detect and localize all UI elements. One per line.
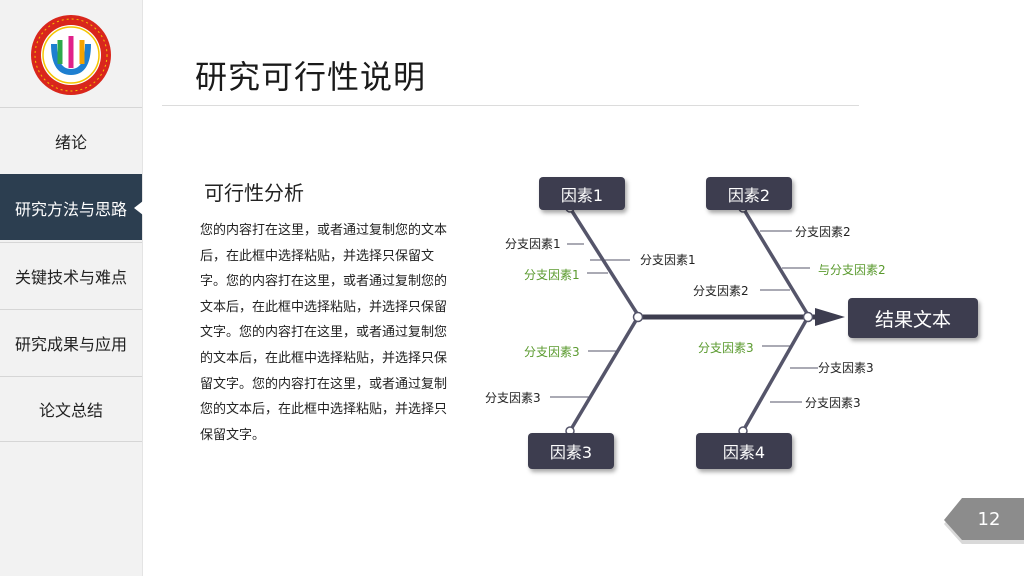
factor-label: 因素4 <box>722 443 766 462</box>
active-indicator-arrow-icon <box>134 200 143 215</box>
branch-label: 分支因素3 <box>524 345 580 359</box>
bone-factor3 <box>568 316 640 432</box>
sidebar-item-label: 关键技术与难点 <box>14 267 127 287</box>
sidebar-item-label: 研究成果与应用 <box>14 334 127 354</box>
branch-label: 分支因素3 <box>805 396 861 410</box>
sidebar-item-key-tech[interactable]: 关键技术与难点 <box>0 242 142 308</box>
factor-label: 因素1 <box>560 185 604 205</box>
spine-arrow-icon <box>815 308 845 326</box>
factor-label: 因素2 <box>727 185 771 205</box>
sidebar-item-label: 论文总结 <box>38 401 103 420</box>
factor-box-1: 因素1 <box>539 177 625 210</box>
fishbone-lines <box>550 203 845 436</box>
sidebar-item-results[interactable]: 研究成果与应用 <box>0 309 142 375</box>
sidebar-item-methods[interactable]: 研究方法与思路 <box>0 174 143 240</box>
sidebar: 绪论 研究方法与思路 关键技术与难点 研究成果与应用 论文总结 <box>0 0 143 576</box>
branch-label: 分支因素3 <box>698 341 754 355</box>
page-title: 研究可行性说明 <box>195 58 427 96</box>
branch-label: 分支因素3 <box>818 361 874 375</box>
branch-label: 分支因素2 <box>693 284 749 298</box>
page-number: 12 <box>977 509 1001 530</box>
branch-label: 分支因素3 <box>485 391 541 405</box>
sidebar-item-summary[interactable]: 论文总结 <box>0 376 142 442</box>
body-paragraph: 您的内容打在这里，或者通过复制您的文本后，在此框中选择粘贴，并选择只保留文字。您… <box>200 223 448 443</box>
factor-box-3: 因素3 <box>528 433 614 469</box>
sidebar-item-intro[interactable]: 绪论 <box>0 107 142 173</box>
bone-factor1 <box>568 207 640 316</box>
fishbone-diagram: 因素1 因素2 因素3 因素4 结果文本 分支因素1 分支因素1 分支因素1 分… <box>470 165 1010 485</box>
branch-label: 分支因素2 <box>795 225 851 239</box>
title-divider <box>162 105 859 106</box>
result-label: 结果文本 <box>874 308 951 331</box>
factor-label: 因素3 <box>549 443 593 462</box>
bone-factor4 <box>741 316 810 432</box>
branch-label: 分支因素1 <box>505 237 561 251</box>
branch-label: 与分支因素2 <box>818 263 886 277</box>
branch-label: 分支因素1 <box>640 253 696 267</box>
bone-factor2 <box>741 207 810 316</box>
sidebar-item-label: 绪论 <box>54 132 87 152</box>
sidebar-item-label: 研究方法与思路 <box>14 199 127 219</box>
result-box: 结果文本 <box>848 298 978 338</box>
factor-box-4: 因素4 <box>696 433 792 469</box>
university-logo-icon <box>31 15 111 95</box>
page-number-badge-icon <box>944 498 1024 544</box>
section-subtitle: 可行性分析 <box>204 181 304 205</box>
branch-label: 分支因素1 <box>524 268 580 282</box>
factor-box-2: 因素2 <box>706 177 792 210</box>
